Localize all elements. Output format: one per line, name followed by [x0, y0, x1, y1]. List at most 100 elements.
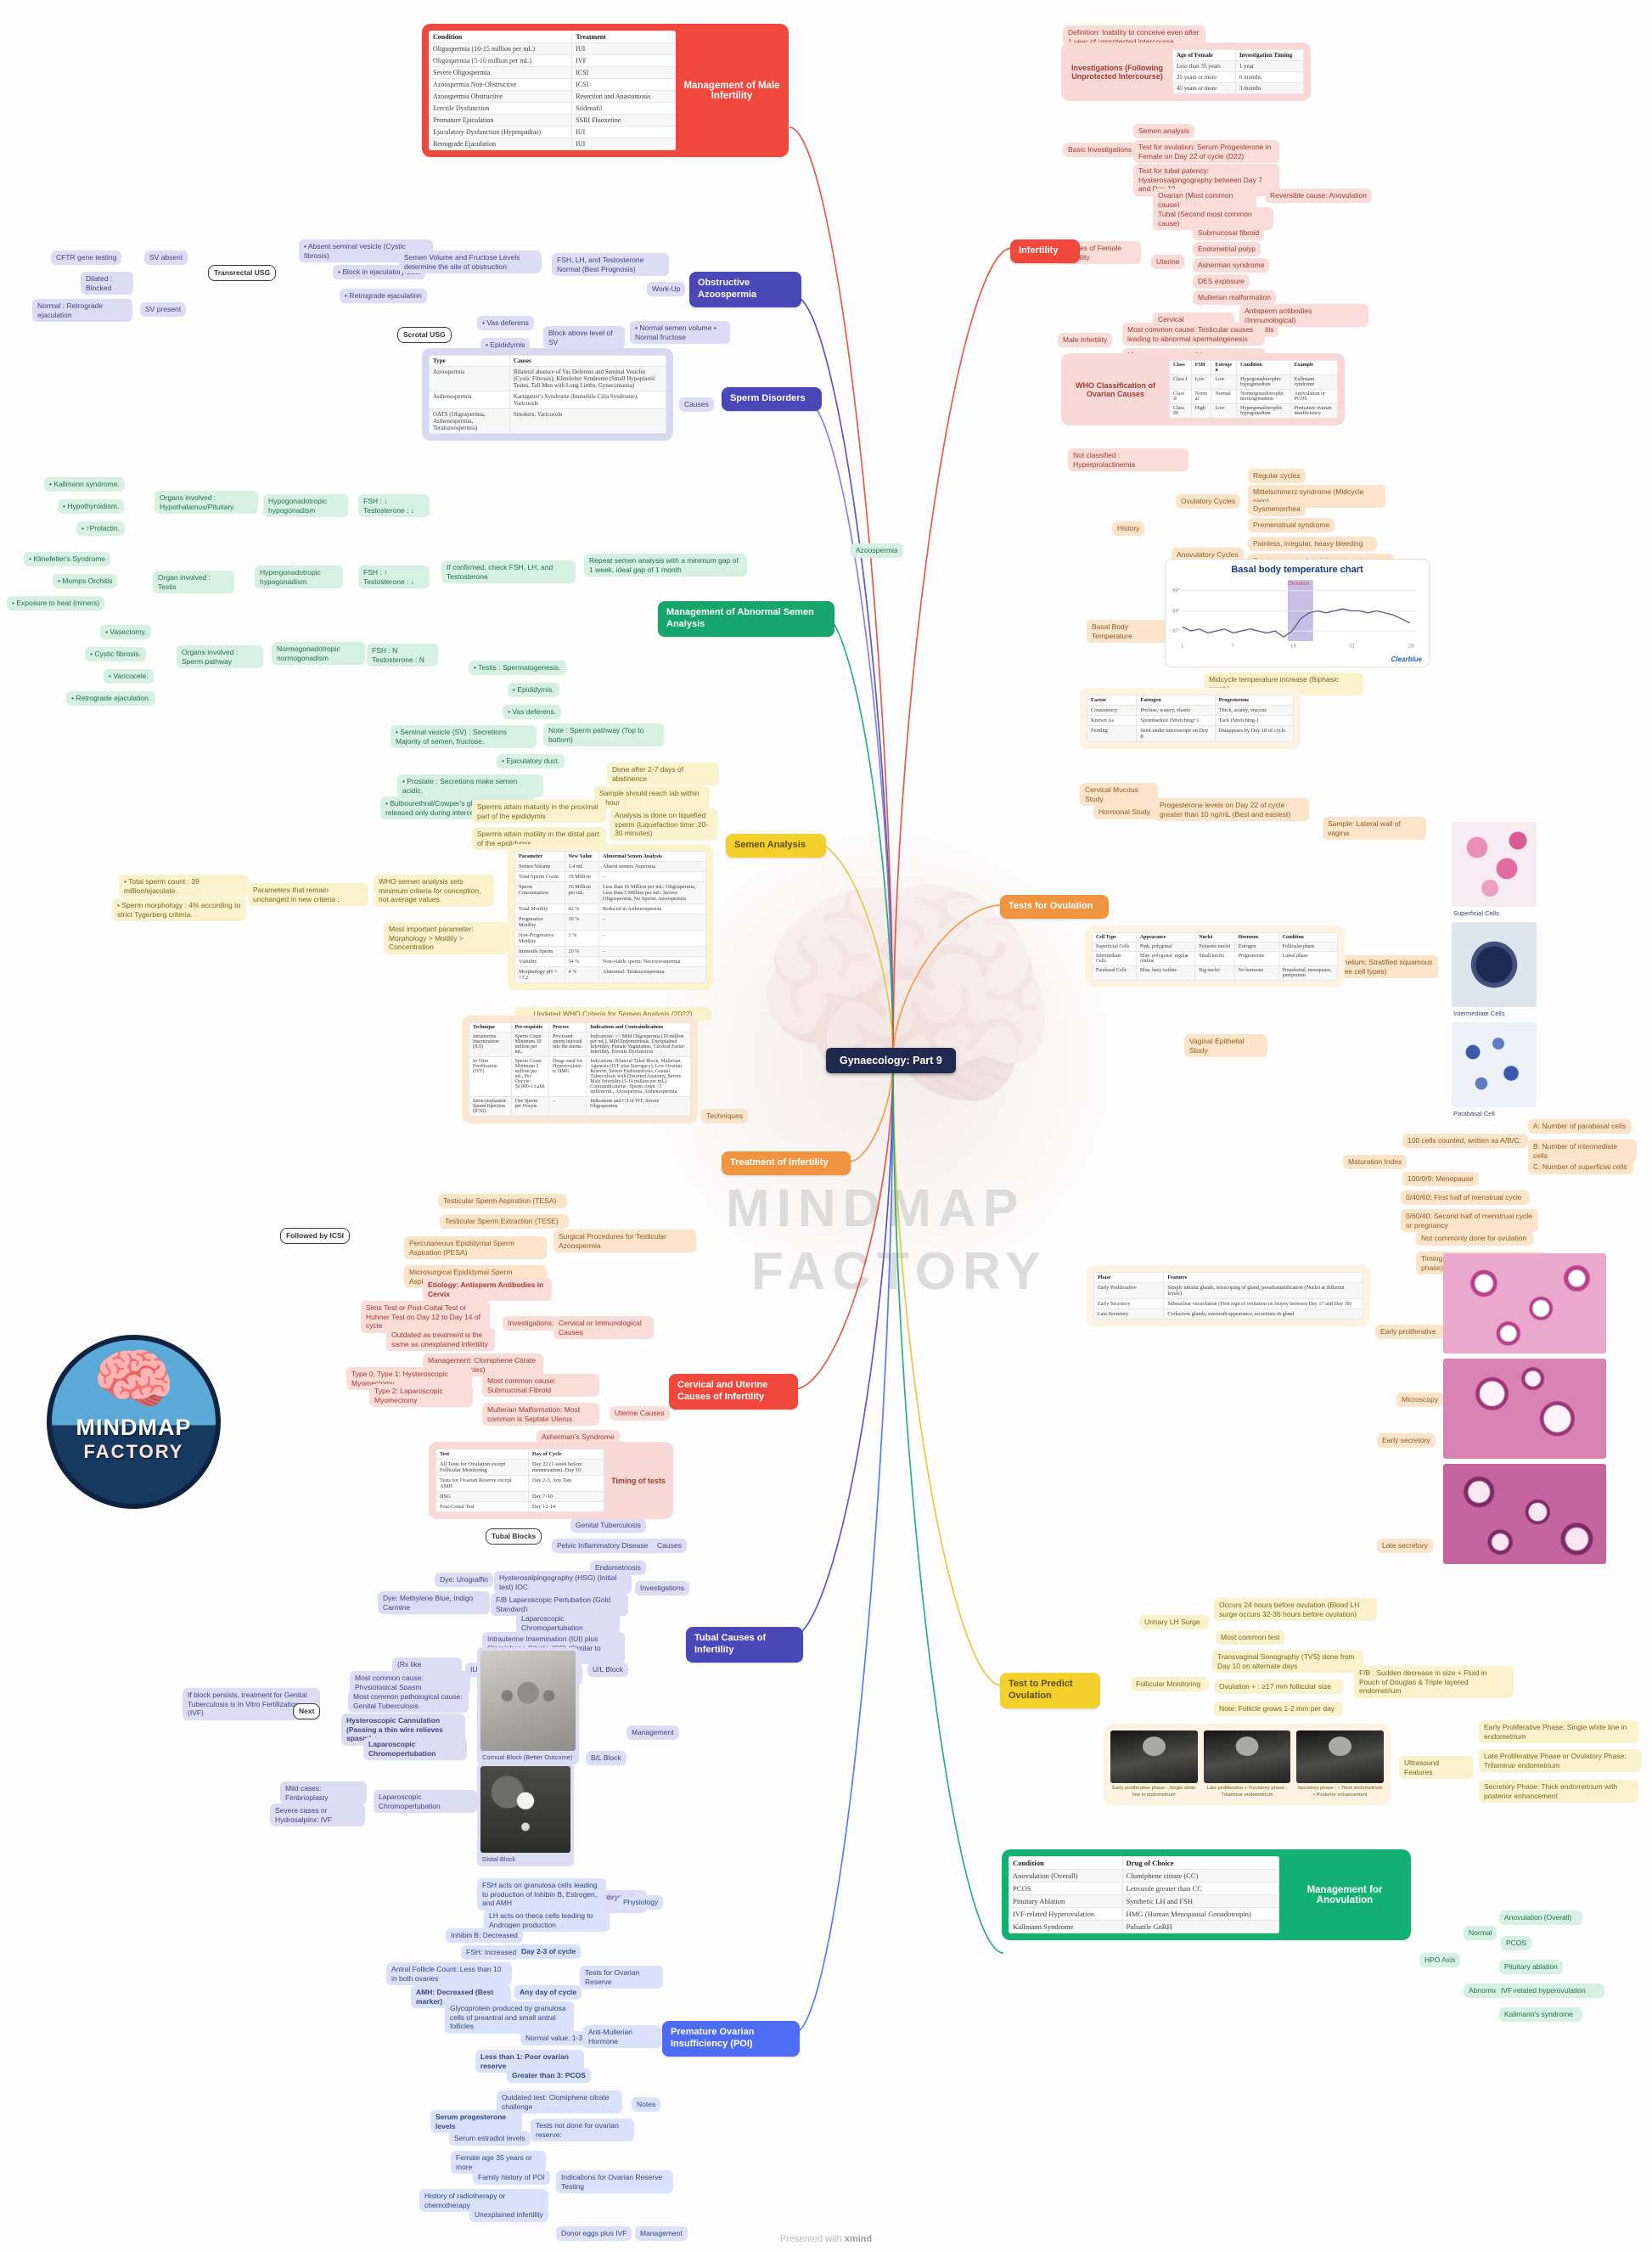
mindmap-node[interactable]: 100/0/0: Menopause [1402, 1172, 1479, 1186]
mindmap-node[interactable]: Anovulation (Overall) [1499, 1911, 1582, 1925]
mindmap-node[interactable]: Tests not done for ovarian reserve: [531, 2119, 634, 2142]
mindmap-node[interactable]: LH acts on theca cells leading to Androg… [484, 1909, 610, 1933]
mindmap-node[interactable]: Laparoscopic Chromopertubation [516, 1612, 620, 1635]
mindmap-node[interactable]: Outdated as treatment is the same as une… [386, 1328, 495, 1352]
mindmap-node[interactable]: Work-Up [647, 282, 686, 296]
mindmap-node[interactable]: Epithelium: Stratified squamous (Three c… [1326, 955, 1438, 979]
mindmap-node[interactable]: CFTR gene testing [51, 250, 122, 265]
mindmap-node[interactable]: Testicular Sperm Aspiration (TESA) [438, 1194, 567, 1208]
mindmap-node[interactable]: Asherman's Syndrome [537, 1430, 620, 1444]
mindmap-node[interactable]: • Epididymis. [508, 683, 559, 697]
mindmap-node[interactable]: Most common test [1216, 1630, 1285, 1645]
mindmap-node[interactable]: Mittelschmerz syndrome (Midcycle pain) [1248, 485, 1385, 509]
mindmap-node[interactable]: Occurs 24 hours before ovulation (Blood … [1214, 1598, 1377, 1622]
mindmap-node[interactable]: Management [635, 2226, 688, 2241]
mindmap-node[interactable]: FSH : N Testosterone : N [367, 644, 438, 667]
mindmap-node[interactable]: Sims Test or Post-Coital Test or Huhner … [361, 1301, 490, 1333]
mindmap-node[interactable]: • Sperm morphology : 4% according to str… [112, 898, 246, 922]
mindmap-node[interactable]: Mild cases: Fimbrioplasty [280, 1781, 367, 1805]
branch-head[interactable]: Obstructive Azoospermia [689, 272, 801, 307]
mindmap-node[interactable]: Cervical Mucous Study [1080, 783, 1158, 807]
mindmap-node[interactable]: Repeat semen analysis with a minimum gap… [584, 554, 747, 577]
branch-head[interactable]: Treatment of Infertility [722, 1151, 851, 1175]
mindmap-node[interactable]: • Vasectomy. [100, 625, 152, 639]
branch-head[interactable]: Premature Ovarian Insufficiency (POI) [662, 2021, 800, 2057]
branch-head[interactable]: Test to Predict Ovulation [1000, 1673, 1100, 1708]
mindmap-node[interactable]: Basal Body Temperature [1087, 620, 1170, 644]
mindmap-node[interactable]: Techniques [701, 1109, 749, 1123]
mindmap-node[interactable]: SV present [140, 302, 187, 317]
mindmap-node[interactable]: Normogonadotropic normogonadism [272, 642, 365, 666]
mindmap-node[interactable]: Asherman syndrome [1193, 258, 1270, 273]
mindmap-node[interactable]: Normal [1464, 1926, 1497, 1940]
mindmap-node[interactable]: • Retrograde ejaculation [340, 289, 427, 303]
mindmap-node[interactable]: Next [293, 1703, 321, 1719]
mindmap-node[interactable]: FSH, LH, and Testosterone Normal (Best P… [552, 253, 669, 277]
mindmap-node[interactable]: HPO Axis [1419, 1953, 1461, 1967]
mindmap-node[interactable]: Notes [632, 2097, 661, 2112]
mindmap-node[interactable]: Microscopy [1396, 1393, 1443, 1407]
mindmap-node[interactable]: Hysterosalpingography (HSG) (Initial tes… [494, 1571, 632, 1595]
mindmap-node[interactable]: Not commonly done for ovulation [1416, 1231, 1533, 1246]
mindmap-node[interactable]: Laparoscopic Chromopertubation [363, 1737, 467, 1761]
mindmap-node[interactable]: Uterine Causes [610, 1406, 670, 1421]
mindmap-node[interactable]: Donor eggs plus IVF [556, 2226, 632, 2241]
mindmap-node[interactable]: B/L Block [586, 1751, 627, 1765]
mindmap-node[interactable]: Ovulation + : ≥17 mm follicular size [1214, 1680, 1343, 1694]
mindmap-node[interactable]: Late secretory [1377, 1539, 1433, 1553]
mindmap-node[interactable]: Progesterone levels on Day 22 of cycle g… [1155, 798, 1309, 822]
mindmap-node[interactable]: Endometrial polyp [1193, 242, 1261, 256]
branch-head[interactable]: Semen Analysis [726, 834, 826, 858]
mindmap-node[interactable]: SV absent [144, 250, 188, 265]
mindmap-node[interactable]: PCOS [1501, 1936, 1532, 1950]
mindmap-node[interactable]: • Klinefelter's Syndrome [24, 552, 111, 566]
mindmap-node[interactable]: Any day of cycle [514, 1985, 582, 2000]
mindmap-node[interactable]: • ↑Prolactin. [76, 521, 126, 536]
mindmap-node[interactable]: Investigations: [503, 1316, 559, 1331]
mindmap-node[interactable]: Dilated : Blocked [81, 272, 133, 295]
mindmap-node[interactable]: Dysmenorrhea [1248, 502, 1306, 516]
mindmap-node[interactable]: • Prostate : Secretions make semen acidi… [397, 774, 543, 798]
mindmap-node[interactable]: Pelvic Inflammatory Disease [552, 1539, 664, 1553]
mindmap-node[interactable]: • Hypothyroidism. [58, 499, 125, 514]
mindmap-node[interactable]: Mullerian malformation [1193, 290, 1276, 305]
mindmap-node[interactable]: FSH : ↑ Testosterone : ↓ [358, 566, 430, 589]
mindmap-node[interactable]: Investigations [635, 1581, 689, 1595]
mindmap-node[interactable]: Sample: Lateral wall of vagina [1323, 817, 1426, 841]
mindmap-node[interactable]: • Ejaculatory duct. [497, 754, 565, 768]
mindmap-node[interactable]: Male Infertility [1058, 333, 1113, 347]
branch-head[interactable]: Cervical and Uterine Causes of Infertili… [669, 1374, 798, 1410]
mindmap-node[interactable]: Premenstrual syndrome [1248, 518, 1335, 532]
mindmap-node[interactable]: Mullerian Malformation: Most common is S… [482, 1403, 599, 1427]
mindmap-node[interactable]: • Mumps Orchitis [53, 574, 118, 588]
mindmap-node[interactable]: Semen analysis [1133, 124, 1195, 138]
mindmap-node[interactable]: Block above level of SV [543, 326, 625, 350]
mindmap-node[interactable]: • Vas deferens. [503, 705, 562, 719]
mindmap-node[interactable]: Most common cause: Submucosal Fibroid [482, 1374, 599, 1398]
mindmap-node[interactable]: • Total sperm count : 39 million/ejacula… [119, 875, 248, 898]
mindmap-node[interactable]: Semen Volume and Fructose Levels determi… [399, 250, 542, 274]
mindmap-node[interactable]: Normal : Retrograde ejaculation [32, 299, 132, 323]
mindmap-node[interactable]: • Testis : Spermatogenesis. [469, 661, 566, 675]
mindmap-node[interactable]: 0/60/40: Second half of menstrual cycle … [1401, 1209, 1538, 1233]
mindmap-node[interactable]: Hormonal Study [1093, 805, 1155, 819]
mindmap-node[interactable]: WHO semen analysis sets minimum criteria… [374, 875, 494, 907]
mindmap-node[interactable]: U/L Block [587, 1663, 629, 1677]
mindmap-node[interactable]: Regular cycles [1248, 469, 1306, 483]
branch-head[interactable]: Infertility [1010, 239, 1080, 263]
mindmap-node[interactable]: Dye: Methylene Blue, Indigo Carmine [378, 1591, 490, 1615]
mindmap-node[interactable]: Percutaneous Epididymal Sperm Aspiration… [404, 1236, 547, 1260]
mindmap-node[interactable]: Basic Investigations [1063, 143, 1138, 157]
mindmap-node[interactable]: B: Number of intermediate cells [1528, 1140, 1637, 1163]
mindmap-node[interactable]: Testicular Sperm Extraction (TESE) [440, 1214, 569, 1229]
central-topic[interactable]: Gynaecology: Part 9 [826, 1048, 956, 1073]
mindmap-node[interactable]: Kallmann's syndrome [1499, 2007, 1582, 2022]
mindmap-node[interactable]: Normal value: 1-3 [520, 2031, 588, 2046]
mindmap-node[interactable]: Late Proliferative Phase or Ovulatory Ph… [1479, 1749, 1642, 1773]
mindmap-node[interactable]: Not classified : Hyperprolactinemia [1068, 448, 1188, 472]
mindmap-node[interactable]: Parameters that remain unchanged in new … [248, 883, 368, 907]
mindmap-node[interactable]: Vaginal Epithelial Study [1184, 1034, 1267, 1058]
branch-head[interactable]: Tests for Ovulation [1000, 895, 1109, 919]
mindmap-node[interactable]: A: Number of parabasal cells [1528, 1119, 1632, 1134]
mindmap-node[interactable]: 0/40/60: First half of menstrual cycle [1401, 1190, 1530, 1205]
